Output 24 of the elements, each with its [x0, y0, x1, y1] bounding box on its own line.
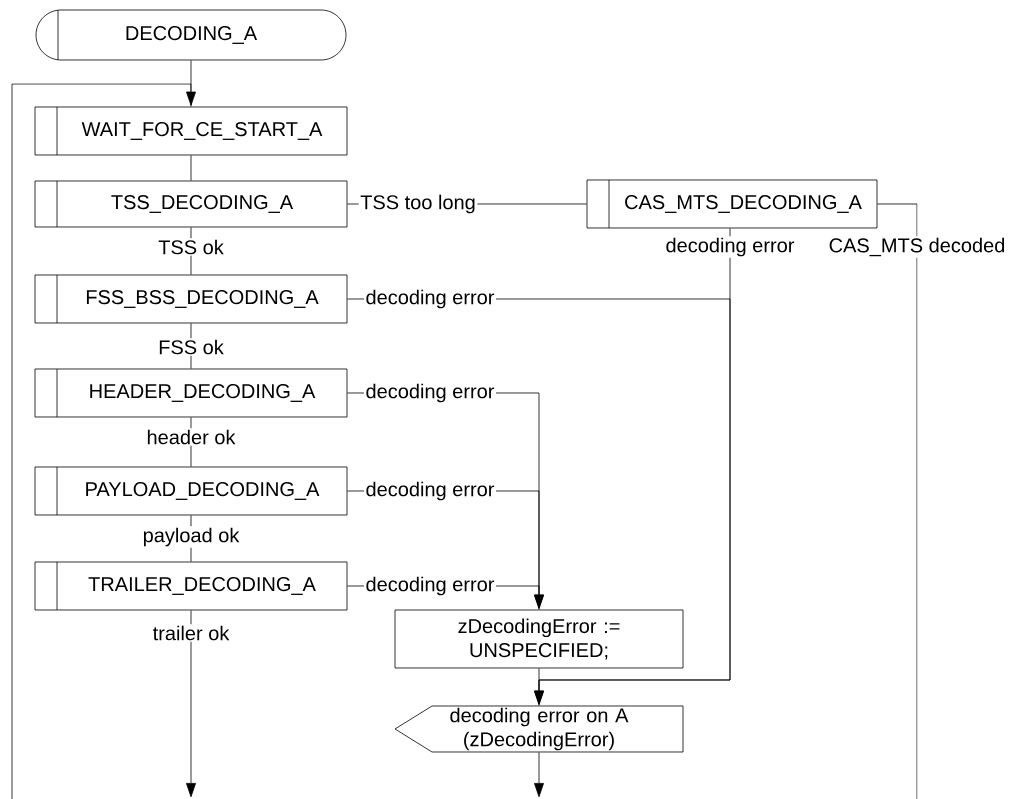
output-signal-box: decoding error on A (zDecodingError) — [394, 705, 684, 753]
edge-label: trailer ok — [151, 624, 231, 642]
procedure-call-box: WAIT_FOR_CE_START_A — [34, 106, 348, 156]
edge-label: CAS_MTS decoded — [827, 236, 1007, 258]
procedure-call-box: PAYLOAD_DECODING_A — [34, 466, 348, 516]
edge-label: decoding error — [364, 288, 496, 310]
edge-label: FSS ok — [156, 338, 226, 356]
edge-label: payload ok — [141, 526, 241, 548]
procedure-start-box: DECODING_A — [35, 9, 347, 61]
edge-label: TSS ok — [156, 238, 226, 256]
edge-label: TSS too long — [358, 193, 478, 215]
procedure-call-box: HEADER_DECODING_A — [34, 368, 348, 418]
edge-label: decoding error — [364, 382, 496, 404]
connector-arrow — [11, 83, 196, 799]
procedure-call-box: TSS_DECODING_A — [34, 180, 348, 228]
edge-label: decoding error — [364, 575, 496, 597]
edge-label: decoding error — [364, 480, 496, 502]
procedure-call-box: TRAILER_DECODING_A — [34, 561, 348, 611]
procedure-call-box: CAS_MTS_DECODING_A — [586, 179, 878, 229]
edge-label: header ok — [145, 428, 237, 446]
connector-arrow — [534, 752, 544, 798]
procedure-call-box: FSS_BSS_DECODING_A — [34, 274, 348, 324]
edge-label: decoding error — [664, 236, 796, 258]
task-box: zDecodingError := UNSPECIFIED; — [394, 609, 684, 669]
